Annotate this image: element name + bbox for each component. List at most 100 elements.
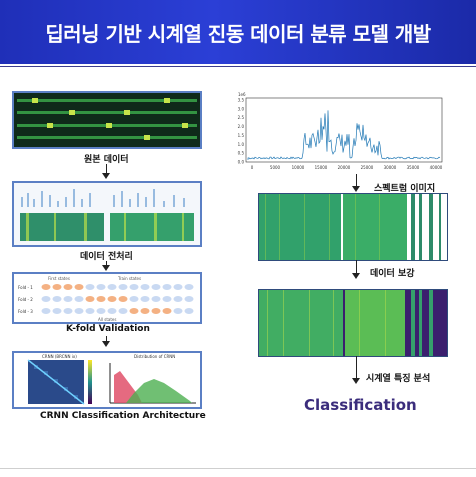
arrow-head-r1 (352, 186, 360, 192)
kfold-cell (162, 308, 172, 314)
arrow-line-1 (106, 164, 107, 174)
kfold-header-first: First states (48, 276, 70, 281)
page-title: 딥러닝 기반 시계열 진동 데이터 분류 모델 개발 (45, 21, 431, 46)
kfold-cell (41, 296, 51, 302)
spectrum-scale-label: 1e6 (238, 92, 246, 97)
kfold-cell (184, 296, 194, 302)
kfold-cell (74, 296, 84, 302)
crnn-image (27, 359, 196, 405)
spectrum-x-tick: 20000 (338, 165, 351, 170)
kfold-cell (118, 308, 128, 314)
raw-data-label: 원본 데이터 (84, 155, 129, 165)
kfold-cell (173, 284, 183, 290)
kfold-cell (151, 284, 161, 290)
kfold-cell (107, 284, 117, 290)
spectrum-y-tick: 3.5 (238, 98, 245, 103)
kfold-cell (63, 284, 73, 290)
kfold-cell (107, 296, 117, 302)
kfold-cell (151, 308, 161, 314)
arrow-head-1 (102, 173, 110, 179)
kfold-cell (52, 284, 62, 290)
kfold-cell (151, 296, 161, 302)
kfold-cell (129, 284, 139, 290)
arrow-line-2 (106, 261, 107, 267)
spectrum-y-tick: 2.5 (238, 115, 245, 120)
raw-data-image (14, 93, 200, 147)
spectrum-x-tick: 35000 (407, 165, 420, 170)
kfold-footer: All states (98, 317, 117, 322)
kfold-cell (140, 296, 150, 302)
arrow-head-r3 (352, 378, 360, 384)
crnn-hist-title: Distribution of CRNN (134, 354, 176, 359)
kfold-cell (140, 284, 150, 290)
spectrum-y-tick: 3.0 (238, 106, 245, 111)
crnn-panel: CRNN (BRCNN ix) Distribution of CRNN (12, 351, 202, 409)
arrow-head-r2 (352, 273, 360, 279)
kfold-header-train: Train states (118, 276, 142, 281)
spectrum-label: 스펙트럼 이미지 (374, 184, 436, 194)
kfold-cell (118, 296, 128, 302)
spectrum-x-tick: 40000 (430, 165, 443, 170)
kfold-cell (41, 308, 51, 314)
spectrum-y-tick: 1.0 (238, 142, 245, 147)
kfold-cell (162, 296, 172, 302)
kfold-cell (96, 308, 106, 314)
kfold-cell (184, 308, 194, 314)
spectrum-y-tick: 1.5 (238, 133, 245, 138)
kfold-cell (107, 308, 117, 314)
arrow-head-2 (102, 265, 110, 271)
kfold-cell (52, 296, 62, 302)
kfold-cell (140, 308, 150, 314)
spectrum-x-tick: 30000 (384, 165, 397, 170)
kfold-fold-1-label: Fold - 1 (18, 285, 33, 290)
kfold-cell (96, 296, 106, 302)
augmentation-label: 데이터 보강 (370, 269, 415, 279)
kfold-cell (184, 284, 194, 290)
kfold-fold-2-label: Fold - 2 (18, 297, 33, 302)
arrow-line-r2 (356, 260, 357, 274)
title-banner: 딥러닝 기반 시계열 진동 데이터 분류 모델 개발 (0, 0, 476, 64)
kfold-cell (85, 308, 95, 314)
arrow-head-3 (102, 341, 110, 347)
spectrum-x-tick: 10000 (292, 165, 305, 170)
kfold-fold-3-label: Fold - 3 (18, 309, 33, 314)
kfold-cell (173, 296, 183, 302)
spectrogram-original (258, 193, 448, 261)
spectrum-y-tick: 2.0 (238, 124, 245, 129)
kfold-cell (63, 308, 73, 314)
kfold-cell (85, 284, 95, 290)
kfold-panel: First states Train states Fold - 1 Fold … (12, 272, 202, 324)
spectrum-x-tick: 25000 (361, 165, 374, 170)
arrow-line-3 (106, 336, 107, 342)
spectrum-y-tick: 0.0 (238, 160, 245, 165)
spectrogram-augmented-image (259, 290, 447, 356)
spectrum-x-tick: 0 (251, 165, 254, 170)
spectrum-x-tick: 15000 (315, 165, 328, 170)
kfold-cell (162, 284, 172, 290)
kfold-cell (63, 296, 73, 302)
crnn-label: CRNN Classification Architecture (40, 411, 206, 421)
kfold-cell (118, 284, 128, 290)
kfold-cell (85, 296, 95, 302)
kfold-cell (96, 284, 106, 290)
kfold-cell (74, 308, 84, 314)
kfold-cell (173, 308, 183, 314)
spectrogram-augmented (258, 289, 448, 357)
spectrogram-original-image (259, 194, 447, 260)
arrow-line-r3 (356, 356, 357, 378)
footer-divider (0, 468, 476, 469)
preprocessing-label: 데이터 전처리 (80, 252, 133, 262)
banner-underline (0, 66, 476, 67)
kfold-cell (74, 284, 84, 290)
preprocessing-panel (12, 181, 202, 247)
classification-result: Classification (304, 396, 417, 414)
kfold-diagram (41, 284, 194, 314)
crnn-matrix-title: CRNN (BRCNN ix) (42, 354, 77, 359)
arrow-line-r1 (356, 174, 357, 188)
feature-analysis-label: 시계열 특징 분석 (366, 374, 431, 384)
kfold-cell (129, 308, 139, 314)
spectrum-x-tick: 5000 (270, 165, 281, 170)
preprocessing-image (14, 183, 200, 245)
